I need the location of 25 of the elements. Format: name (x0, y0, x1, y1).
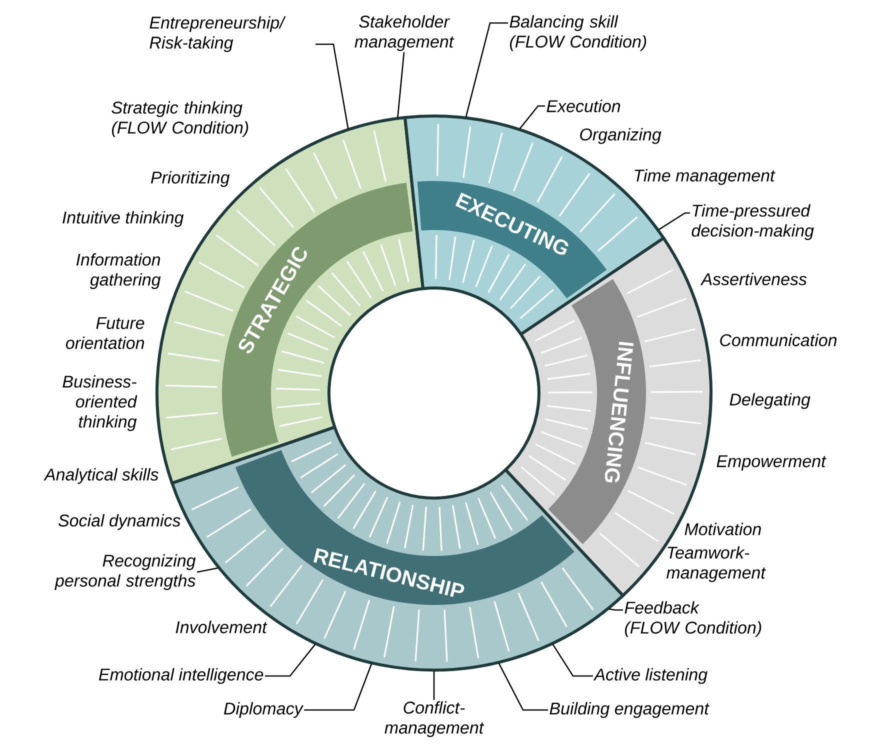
leader-line (265, 644, 316, 677)
skill-label: Business- oriented thinking (62, 375, 138, 432)
skill-label: Organizing (580, 128, 662, 144)
leader-line (433, 671, 435, 700)
skill-label: Stakeholder management (354, 15, 454, 52)
skill-label: Conflict- management (384, 701, 484, 738)
skill-label: Feedback (FLOW Condition) (624, 601, 762, 638)
skill-label: Involvement (176, 620, 268, 634)
skill-label: Balancing skill (FLOW Condition) (510, 15, 646, 52)
leader-line (196, 567, 218, 573)
skill-label: Execution (546, 100, 620, 112)
leader-line (608, 608, 623, 611)
leader-line (397, 52, 405, 118)
leader-line (498, 663, 548, 711)
leader-line (519, 105, 545, 129)
leader-line (552, 644, 593, 677)
leader-line (465, 22, 508, 117)
skill-label: Building engagement (550, 702, 710, 718)
skill-label: Diplomacy (224, 702, 304, 718)
skill-label: Delegating (730, 393, 810, 409)
skill-label: Analytical skills (44, 468, 158, 484)
leader-line (304, 664, 372, 711)
skill-label: Entrepreneurship/ Risk-taking (150, 16, 286, 52)
leader-line (315, 44, 349, 129)
leader-line (658, 212, 690, 230)
